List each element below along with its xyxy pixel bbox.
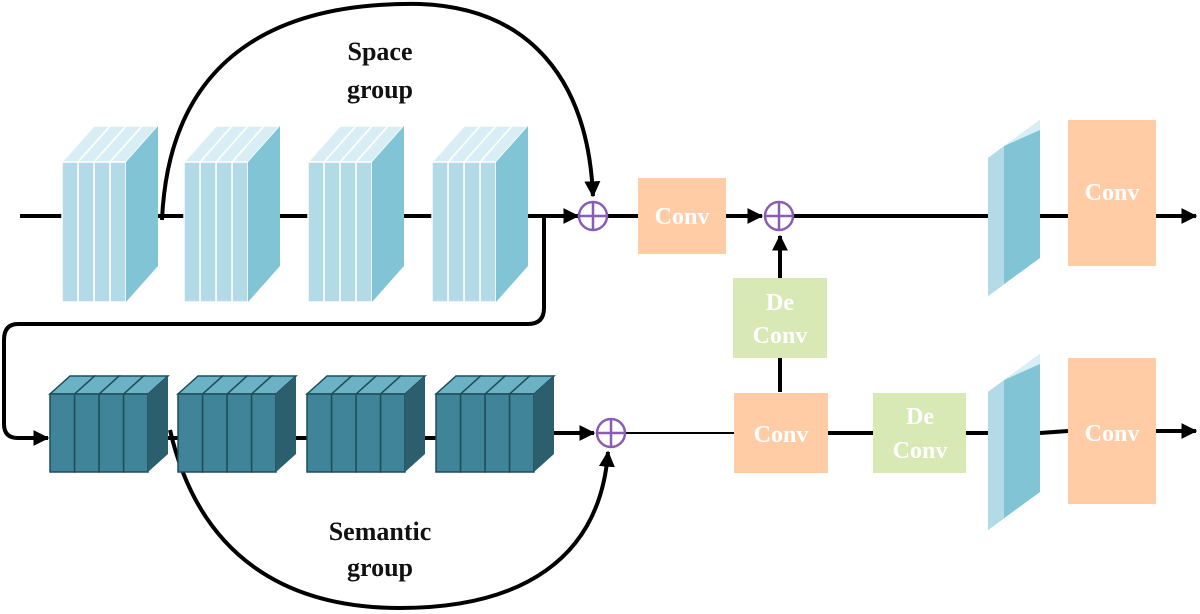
conv-box-right-top: Conv [1068, 120, 1156, 266]
conv-box-top: Conv [638, 178, 726, 254]
semantic-block-1 [48, 375, 170, 473]
conv-box-right-bottom: Conv [1068, 358, 1156, 504]
conv-box-bottom: Conv [734, 393, 828, 473]
circled-plus-icon [763, 200, 795, 232]
feature-map-top [988, 120, 1040, 296]
circled-plus-icon [595, 417, 627, 449]
feature-map-bottom [988, 354, 1040, 530]
semantic-group-label-line1: Semantic [329, 517, 432, 546]
space-group-blocks [60, 125, 530, 303]
deconv-box-bottom: De Conv [873, 393, 966, 473]
conv-right-top-label: Conv [1085, 180, 1140, 206]
wrap-connector [1, 216, 546, 446]
bottom-right-link [1039, 429, 1069, 435]
semantic-block-2 [176, 375, 298, 473]
deconv-bottom-label-line2: Conv [893, 438, 948, 464]
conv-right-bottom-label: Conv [1085, 421, 1140, 447]
semantic-block-3 [305, 375, 427, 473]
space-block-2 [182, 125, 282, 303]
deconv-box-vertical: De Conv [733, 278, 827, 358]
deconv-bottom-label-line1: De [906, 404, 934, 430]
semantic-group-arc [168, 429, 615, 611]
space-block-1 [60, 125, 160, 303]
conv-box-top-label: Conv [655, 204, 710, 230]
deconv-vertical-label-line2: Conv [753, 323, 808, 349]
conv-box-bottom-label: Conv [754, 422, 809, 448]
space-block-4 [430, 125, 530, 303]
circled-plus-icon [577, 200, 609, 232]
space-group-label-line1: Space [348, 37, 413, 66]
semantic-group-label-line2: group [347, 553, 413, 582]
space-group-label-line2: group [347, 75, 413, 104]
deconv-vertical-label-line1: De [766, 290, 794, 316]
semantic-block-4 [434, 375, 556, 473]
semantic-group-blocks [48, 375, 556, 473]
space-group-arc [160, 1, 601, 221]
space-block-3 [306, 125, 406, 303]
